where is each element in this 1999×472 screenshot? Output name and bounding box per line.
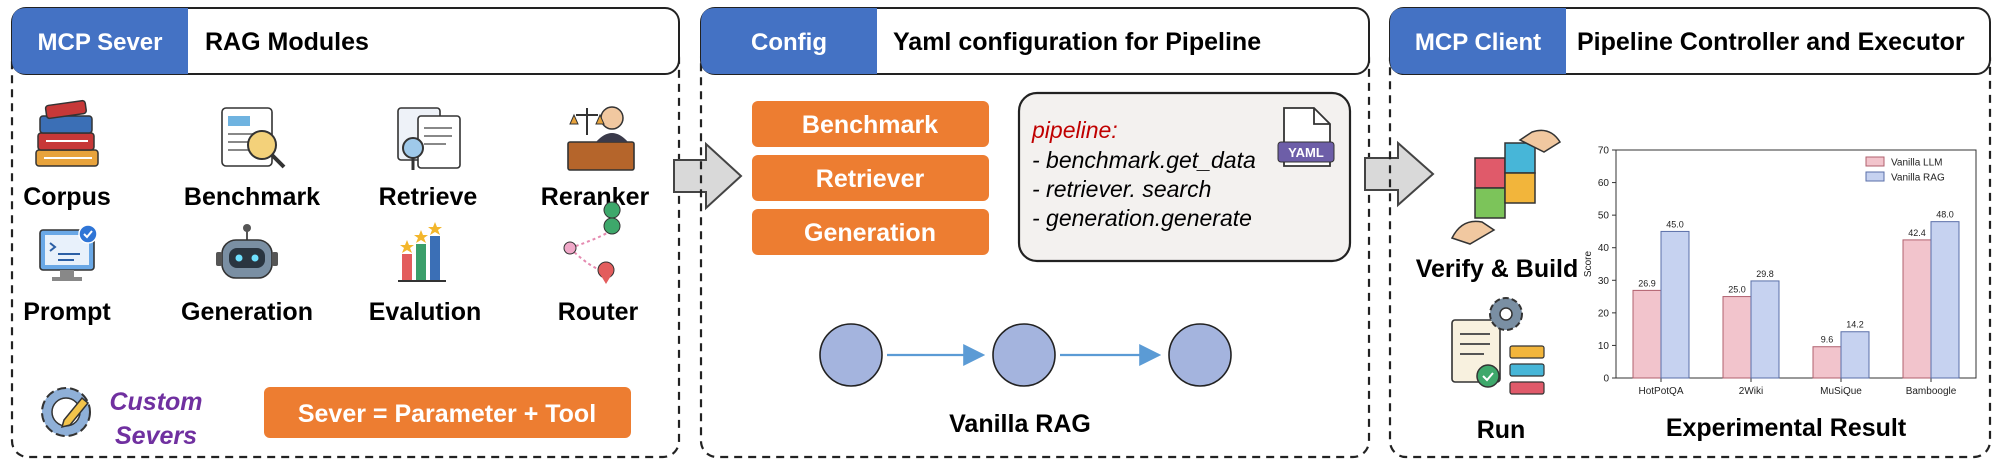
pipeline-node-3 xyxy=(1168,323,1232,387)
robot-icon xyxy=(216,224,278,279)
legend-swatch xyxy=(1865,171,1885,182)
step-retriever-box xyxy=(752,155,989,201)
bar-value-label: 14.2 xyxy=(1846,320,1864,330)
books-icon xyxy=(35,99,99,167)
bar-value-label: 42.4 xyxy=(1908,228,1926,238)
legend-swatch xyxy=(1865,156,1885,167)
bar-vanilla-llm xyxy=(1632,289,1662,379)
right-panel-title: Pipeline Controller and Executor xyxy=(1577,28,1965,56)
left-panel-title: RAG Modules xyxy=(205,28,369,56)
right-badge-label: MCP Client xyxy=(1415,29,1541,56)
bar-value-label: 25.0 xyxy=(1728,285,1746,295)
middle-panel: Config Yaml configuration for Pipeline B… xyxy=(699,7,1371,459)
yaml-code-box xyxy=(1017,91,1352,263)
module-label-corpus: Corpus xyxy=(23,183,111,211)
bar-vanilla-rag xyxy=(1930,221,1960,379)
yaml-file-icon-label: YAML xyxy=(1288,145,1324,160)
step-generation-box xyxy=(752,209,989,255)
left-badge-label: MCP Sever xyxy=(38,29,163,56)
x-tick-label: Bamboogle xyxy=(1906,386,1957,397)
formula-label: Sever = Parameter + Tool xyxy=(298,400,596,428)
y-tick-label: 20 xyxy=(1598,308,1610,319)
bar-value-label: 48.0 xyxy=(1936,210,1954,220)
custom-servers-line1: Custom xyxy=(109,388,202,416)
module-label-router: Router xyxy=(558,298,639,326)
yaml-file-icon: YAML xyxy=(1277,107,1335,167)
module-label-benchmark: Benchmark xyxy=(184,183,320,211)
y-tick-label: 30 xyxy=(1598,276,1610,287)
module-label-evalution: Evalution xyxy=(369,298,482,326)
left-panel: MCP Sever RAG Modules Corpus Benchmark xyxy=(10,7,681,459)
bar-vanilla-llm xyxy=(1902,239,1932,379)
bar-vanilla-rag xyxy=(1840,331,1870,379)
step-benchmark-box xyxy=(752,101,989,147)
judge-icon xyxy=(567,106,635,171)
x-tick-label: HotPotQA xyxy=(1638,386,1683,397)
x-tick-label: 2Wiki xyxy=(1739,386,1763,397)
y-tick-label: 70 xyxy=(1598,146,1610,157)
right-panel: MCP Client Pipeline Controller and Execu… xyxy=(1388,7,1992,459)
step-benchmark-label: Benchmark xyxy=(802,111,938,139)
monitor-prompt-icon xyxy=(39,224,98,281)
yaml-line-2: - retriever. search xyxy=(1032,176,1211,202)
left-panel-frame xyxy=(10,40,681,459)
middle-badge xyxy=(701,8,877,74)
flow-arrow-1 xyxy=(673,141,743,211)
route-pins-icon xyxy=(563,201,621,284)
module-label-retrieve: Retrieve xyxy=(379,183,478,211)
step-generation-label: Generation xyxy=(804,219,936,247)
middle-panel-frame xyxy=(699,40,1371,459)
verify-build-label: Verify & Build xyxy=(1416,255,1579,283)
y-tick-label: 40 xyxy=(1598,243,1610,254)
x-tick-label: MuSiQue xyxy=(1820,386,1862,397)
module-label-reranker: Reranker xyxy=(541,183,650,211)
bar-vanilla-llm xyxy=(1722,296,1752,379)
step-retriever-label: Retriever xyxy=(816,165,925,193)
document-search-icon xyxy=(397,107,461,170)
bar-chart-stars-icon xyxy=(398,222,446,282)
module-label-generation: Generation xyxy=(181,298,313,326)
legend-label: Vanilla RAG xyxy=(1891,173,1945,184)
pipeline-node-2 xyxy=(992,323,1056,387)
flow-arrow-2 xyxy=(1364,140,1435,208)
yaml-line-3: - generation.generate xyxy=(1032,205,1252,231)
right-panel-frame xyxy=(1388,40,1992,459)
run-workflow-icon xyxy=(1451,297,1545,395)
right-badge xyxy=(1390,8,1566,74)
yaml-line-1: - benchmark.get_data xyxy=(1032,147,1256,173)
module-label-prompt: Prompt xyxy=(23,298,111,326)
custom-servers-line2: Severs xyxy=(115,422,197,450)
gear-pencil-icon xyxy=(41,387,91,437)
middle-badge-label: Config xyxy=(751,29,827,56)
result-caption: Experimental Result xyxy=(1666,414,1907,442)
bar-value-label: 26.9 xyxy=(1638,278,1656,288)
document-magnifier-icon xyxy=(221,107,286,169)
bar-value-label: 45.0 xyxy=(1666,219,1684,229)
y-tick-label: 60 xyxy=(1598,178,1610,189)
bar-vanilla-rag xyxy=(1750,280,1780,379)
middle-panel-title: Yaml configuration for Pipeline xyxy=(893,28,1261,56)
puzzle-hands-icon xyxy=(1450,129,1562,245)
chart-plot-frame xyxy=(1615,149,1977,379)
yaml-key: pipeline: xyxy=(1031,117,1118,143)
pipeline-node-1 xyxy=(819,323,883,387)
formula-box xyxy=(264,387,631,438)
legend-label: Vanilla LLM xyxy=(1891,158,1943,169)
bar-vanilla-rag xyxy=(1660,230,1690,379)
y-axis-label: Score xyxy=(1583,251,1594,278)
bar-value-label: 29.8 xyxy=(1756,269,1774,279)
y-tick-label: 50 xyxy=(1598,211,1610,222)
y-tick-label: 10 xyxy=(1598,341,1610,352)
run-label: Run xyxy=(1477,416,1526,444)
left-badge xyxy=(12,8,188,74)
bar-value-label: 9.6 xyxy=(1821,335,1834,345)
y-tick-label: 0 xyxy=(1603,374,1609,385)
pipeline-caption: Vanilla RAG xyxy=(949,410,1091,438)
bar-vanilla-llm xyxy=(1812,346,1842,379)
